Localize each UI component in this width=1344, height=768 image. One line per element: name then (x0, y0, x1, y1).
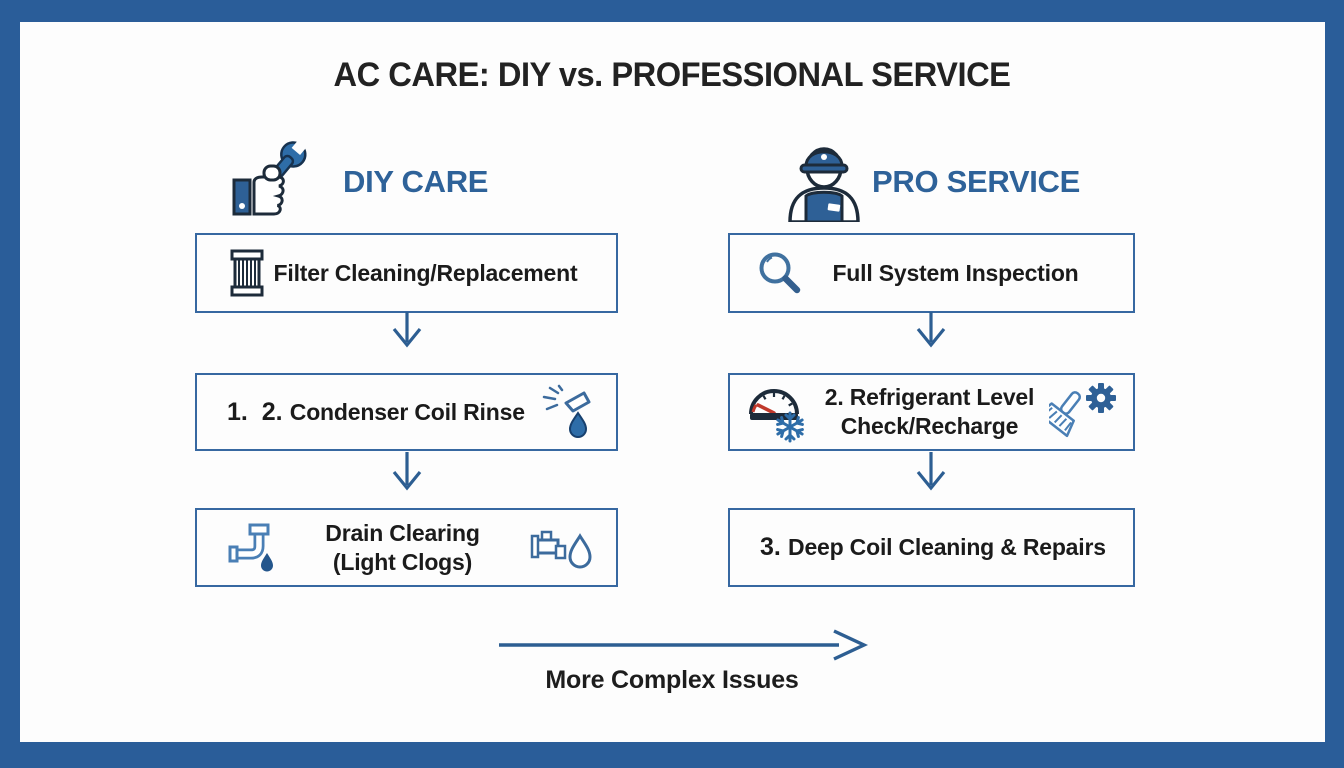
air-filter-icon (230, 249, 264, 297)
down-arrow-pro-1 (916, 312, 946, 348)
step-label: Deep Coil Cleaning & Repairs (788, 534, 1106, 561)
diy-step-filter-box: Filter Cleaning/Replacement (195, 233, 618, 313)
pro-step-inspection-box: Full System Inspection (728, 233, 1135, 313)
step-label-line2: Check/Recharge (840, 413, 1019, 439)
spray-nozzle-drop-icon (542, 384, 591, 439)
step-numbers: 1. 2. (227, 397, 283, 426)
down-arrow-diy-1 (392, 312, 422, 348)
brush-gear-icon (1049, 383, 1116, 438)
faucet-drop-icon (530, 530, 592, 569)
step-label-line1: 2. Refrigerant Level (824, 384, 1035, 411)
step-label: Condenser Coil Rinse (289, 398, 525, 425)
step-label: Full System Inspection (832, 259, 1079, 286)
diy-column-header: DIY CARE (343, 164, 489, 199)
step-label: Drain Clearing(Light Clogs) (275, 519, 530, 577)
pro-column-header: PRO SERVICE (872, 164, 1081, 199)
gauge-snowflake-icon (749, 389, 806, 443)
step-numbers: 3. (760, 533, 781, 561)
diy-step-drain-box: Drain Clearing(Light Clogs) (195, 508, 618, 587)
pro-step-deep-clean-box: 3. Deep Coil Cleaning & Repairs (728, 508, 1135, 587)
magnifier-icon (759, 252, 801, 294)
page-title: AC CARE: DIY vs. PROFESSIONAL SERVICE (333, 56, 1011, 94)
step-label-line2: (Light Clogs) (332, 548, 473, 575)
pipe-elbow-drop-icon (228, 523, 273, 571)
down-arrow-diy-2 (392, 452, 422, 491)
thumbs-up-wrench-icon (232, 140, 310, 216)
technician-icon (788, 147, 860, 222)
down-arrow-pro-2 (916, 452, 946, 491)
right-arrow-complexity (499, 629, 869, 661)
step-label: Filter Cleaning/Replacement (273, 259, 578, 286)
diy-step-coil-rinse-box: 1. 2. Condenser Coil Rinse (195, 373, 618, 451)
complexity-axis-label: More Complex Issues (545, 666, 799, 694)
step-label-line1: Drain Clearing (325, 519, 480, 546)
